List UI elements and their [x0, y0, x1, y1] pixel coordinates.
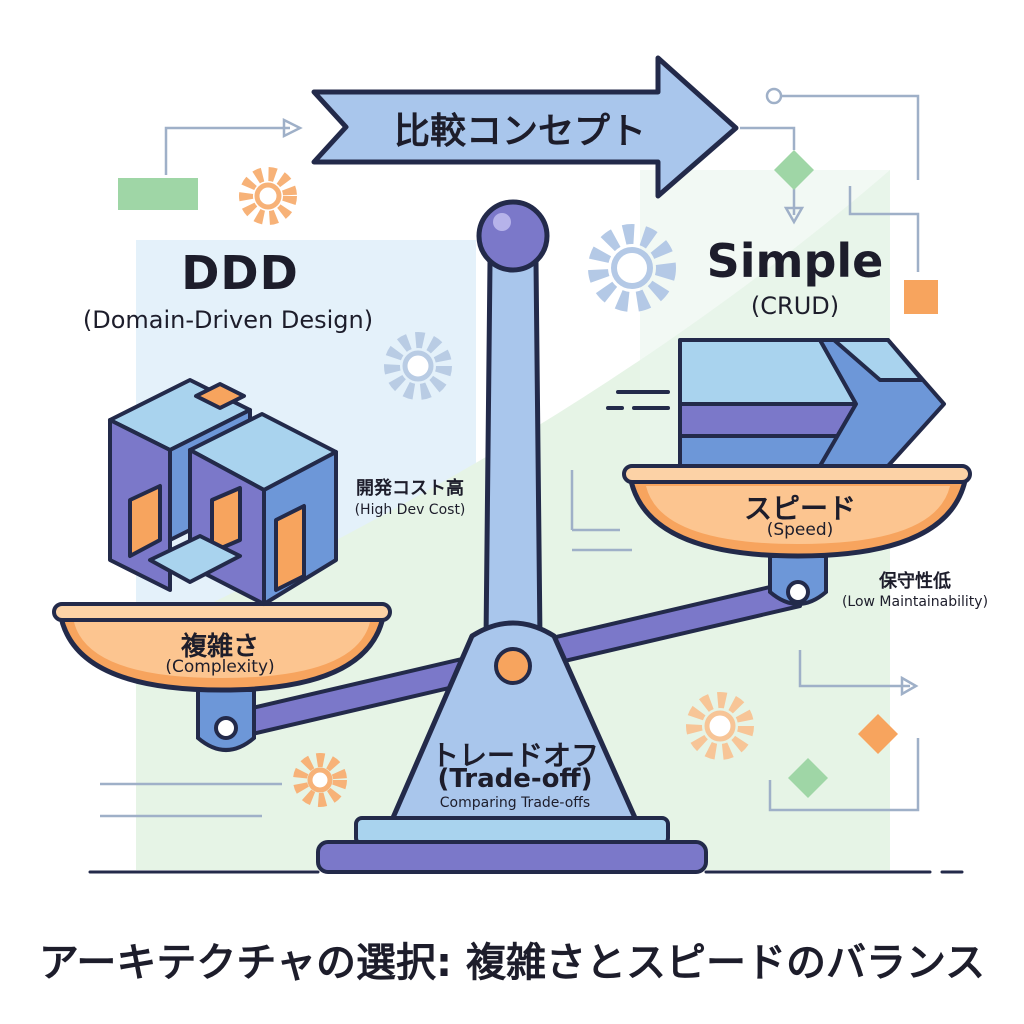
gear-icon-hub [307, 767, 333, 793]
simple-note: 保守性低 [879, 571, 951, 592]
fulcrum-pivot [494, 647, 532, 685]
gear-icon-hub [254, 182, 282, 210]
right-pan-inner [646, 486, 950, 544]
fulcrum-caption: Comparing Trade-offs [439, 795, 591, 811]
orange-square [904, 280, 938, 314]
simple-title: Simple [706, 234, 884, 288]
banner-label: 比較コンセプト [393, 111, 646, 152]
ddd-title: DDD [181, 246, 299, 300]
green-bar [118, 178, 198, 210]
banner-arrow [311, 55, 739, 199]
fulcrum-label: トレードオフ [430, 739, 599, 772]
gear-icon [384, 332, 452, 400]
fulcrum-label-en: (Trade-off) [437, 764, 593, 794]
simple-subtitle: (CRUD) [750, 292, 840, 320]
diamond-icon [788, 758, 828, 798]
flow-lines [100, 94, 920, 818]
diamond-icon [774, 150, 814, 190]
gear-icon [588, 224, 676, 312]
right-pan-rim [622, 464, 972, 484]
ddd-note: 開発コスト高 [356, 478, 464, 499]
node-dot [765, 87, 783, 105]
ddd-note-en: (High Dev Cost) [354, 502, 466, 518]
arrow-right-icon [282, 117, 303, 139]
left-pan-inner [74, 622, 370, 678]
arrow-down-icon [783, 206, 805, 225]
arrow-right-icon [900, 675, 919, 697]
gear-icon-hub [704, 710, 736, 742]
gear-icon [293, 753, 347, 807]
base-plate-bottom [316, 840, 708, 874]
page-title: アーキテクチャの選択: 複雑さとスピードのバランス [38, 940, 986, 986]
right-pan-label-en: (Speed) [766, 520, 834, 540]
diamond-icon [858, 714, 898, 754]
left-hanger-pin [214, 716, 238, 740]
gear-icon-hub [611, 247, 653, 289]
simple-layer-stack [678, 338, 946, 468]
right-hanger-pin [786, 580, 810, 604]
ddd-knot-cube [108, 378, 338, 606]
gear-icon [239, 167, 297, 225]
simple-note-en: (Low Maintainability) [841, 594, 989, 610]
right-pan-hanger [768, 554, 828, 606]
ddd-subtitle: (Domain-Driven Design) [82, 306, 374, 334]
left-pan-label-en: (Complexity) [165, 657, 275, 677]
left-pan-rim [52, 602, 392, 622]
scale-knob-highlight [493, 213, 511, 231]
gear-icon-hub [402, 350, 434, 382]
left-pan-label: 複雑さ [180, 632, 259, 662]
fulcrum-base [389, 620, 639, 823]
speed-lines [606, 390, 670, 410]
gear-icon [686, 692, 754, 760]
right-pan-label: スピード [743, 492, 856, 525]
scale-pillar [483, 259, 543, 643]
scale-knob [476, 199, 550, 273]
